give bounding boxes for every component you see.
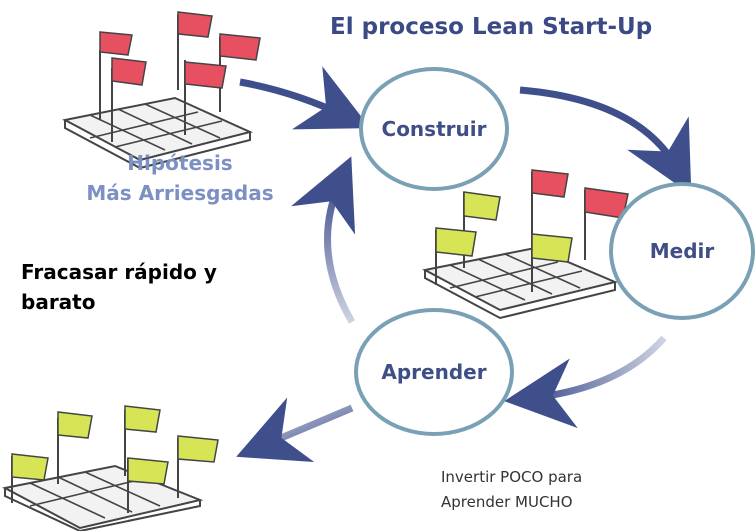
invest-line-2: Aprender MUCHO <box>441 493 573 511</box>
node-build-label: Construir <box>381 117 487 141</box>
arrow-hypotheses-to-build <box>239 66 371 130</box>
node-measure-label: Medir <box>649 239 715 263</box>
diagram-title: El proceso Lean Start-Up <box>330 14 653 40</box>
fail-fast-text: Fracasar rápido y barato <box>21 257 291 317</box>
hypotheses-label: Hipótesis Más Arriesgadas <box>60 148 300 208</box>
hypotheses-line-1: Hipótesis <box>127 151 233 175</box>
flag-grid-mixed-icon <box>422 169 629 320</box>
node-measure: Medir <box>609 182 755 320</box>
arrow-build-to-measure <box>519 86 692 195</box>
flag-grid-red-icon <box>62 11 261 170</box>
node-learn-label: Aprender <box>381 360 487 384</box>
arrow-learn-to-validated <box>236 397 354 463</box>
flag-grid-yellow-icon <box>2 405 219 531</box>
invest-text: Invertir POCO para Aprender MUCHO <box>441 465 681 515</box>
node-build: Construir <box>359 67 509 191</box>
fail-fast-line-1: Fracasar rápido y <box>21 260 217 284</box>
fail-fast-line-2: barato <box>21 290 96 314</box>
hypotheses-line-2: Más Arriesgadas <box>86 181 274 205</box>
arrow-measure-to-learn <box>504 335 667 429</box>
node-learn: Aprender <box>354 308 514 436</box>
invest-line-1: Invertir POCO para <box>441 468 583 486</box>
arrow-learn-to-build <box>291 156 356 324</box>
